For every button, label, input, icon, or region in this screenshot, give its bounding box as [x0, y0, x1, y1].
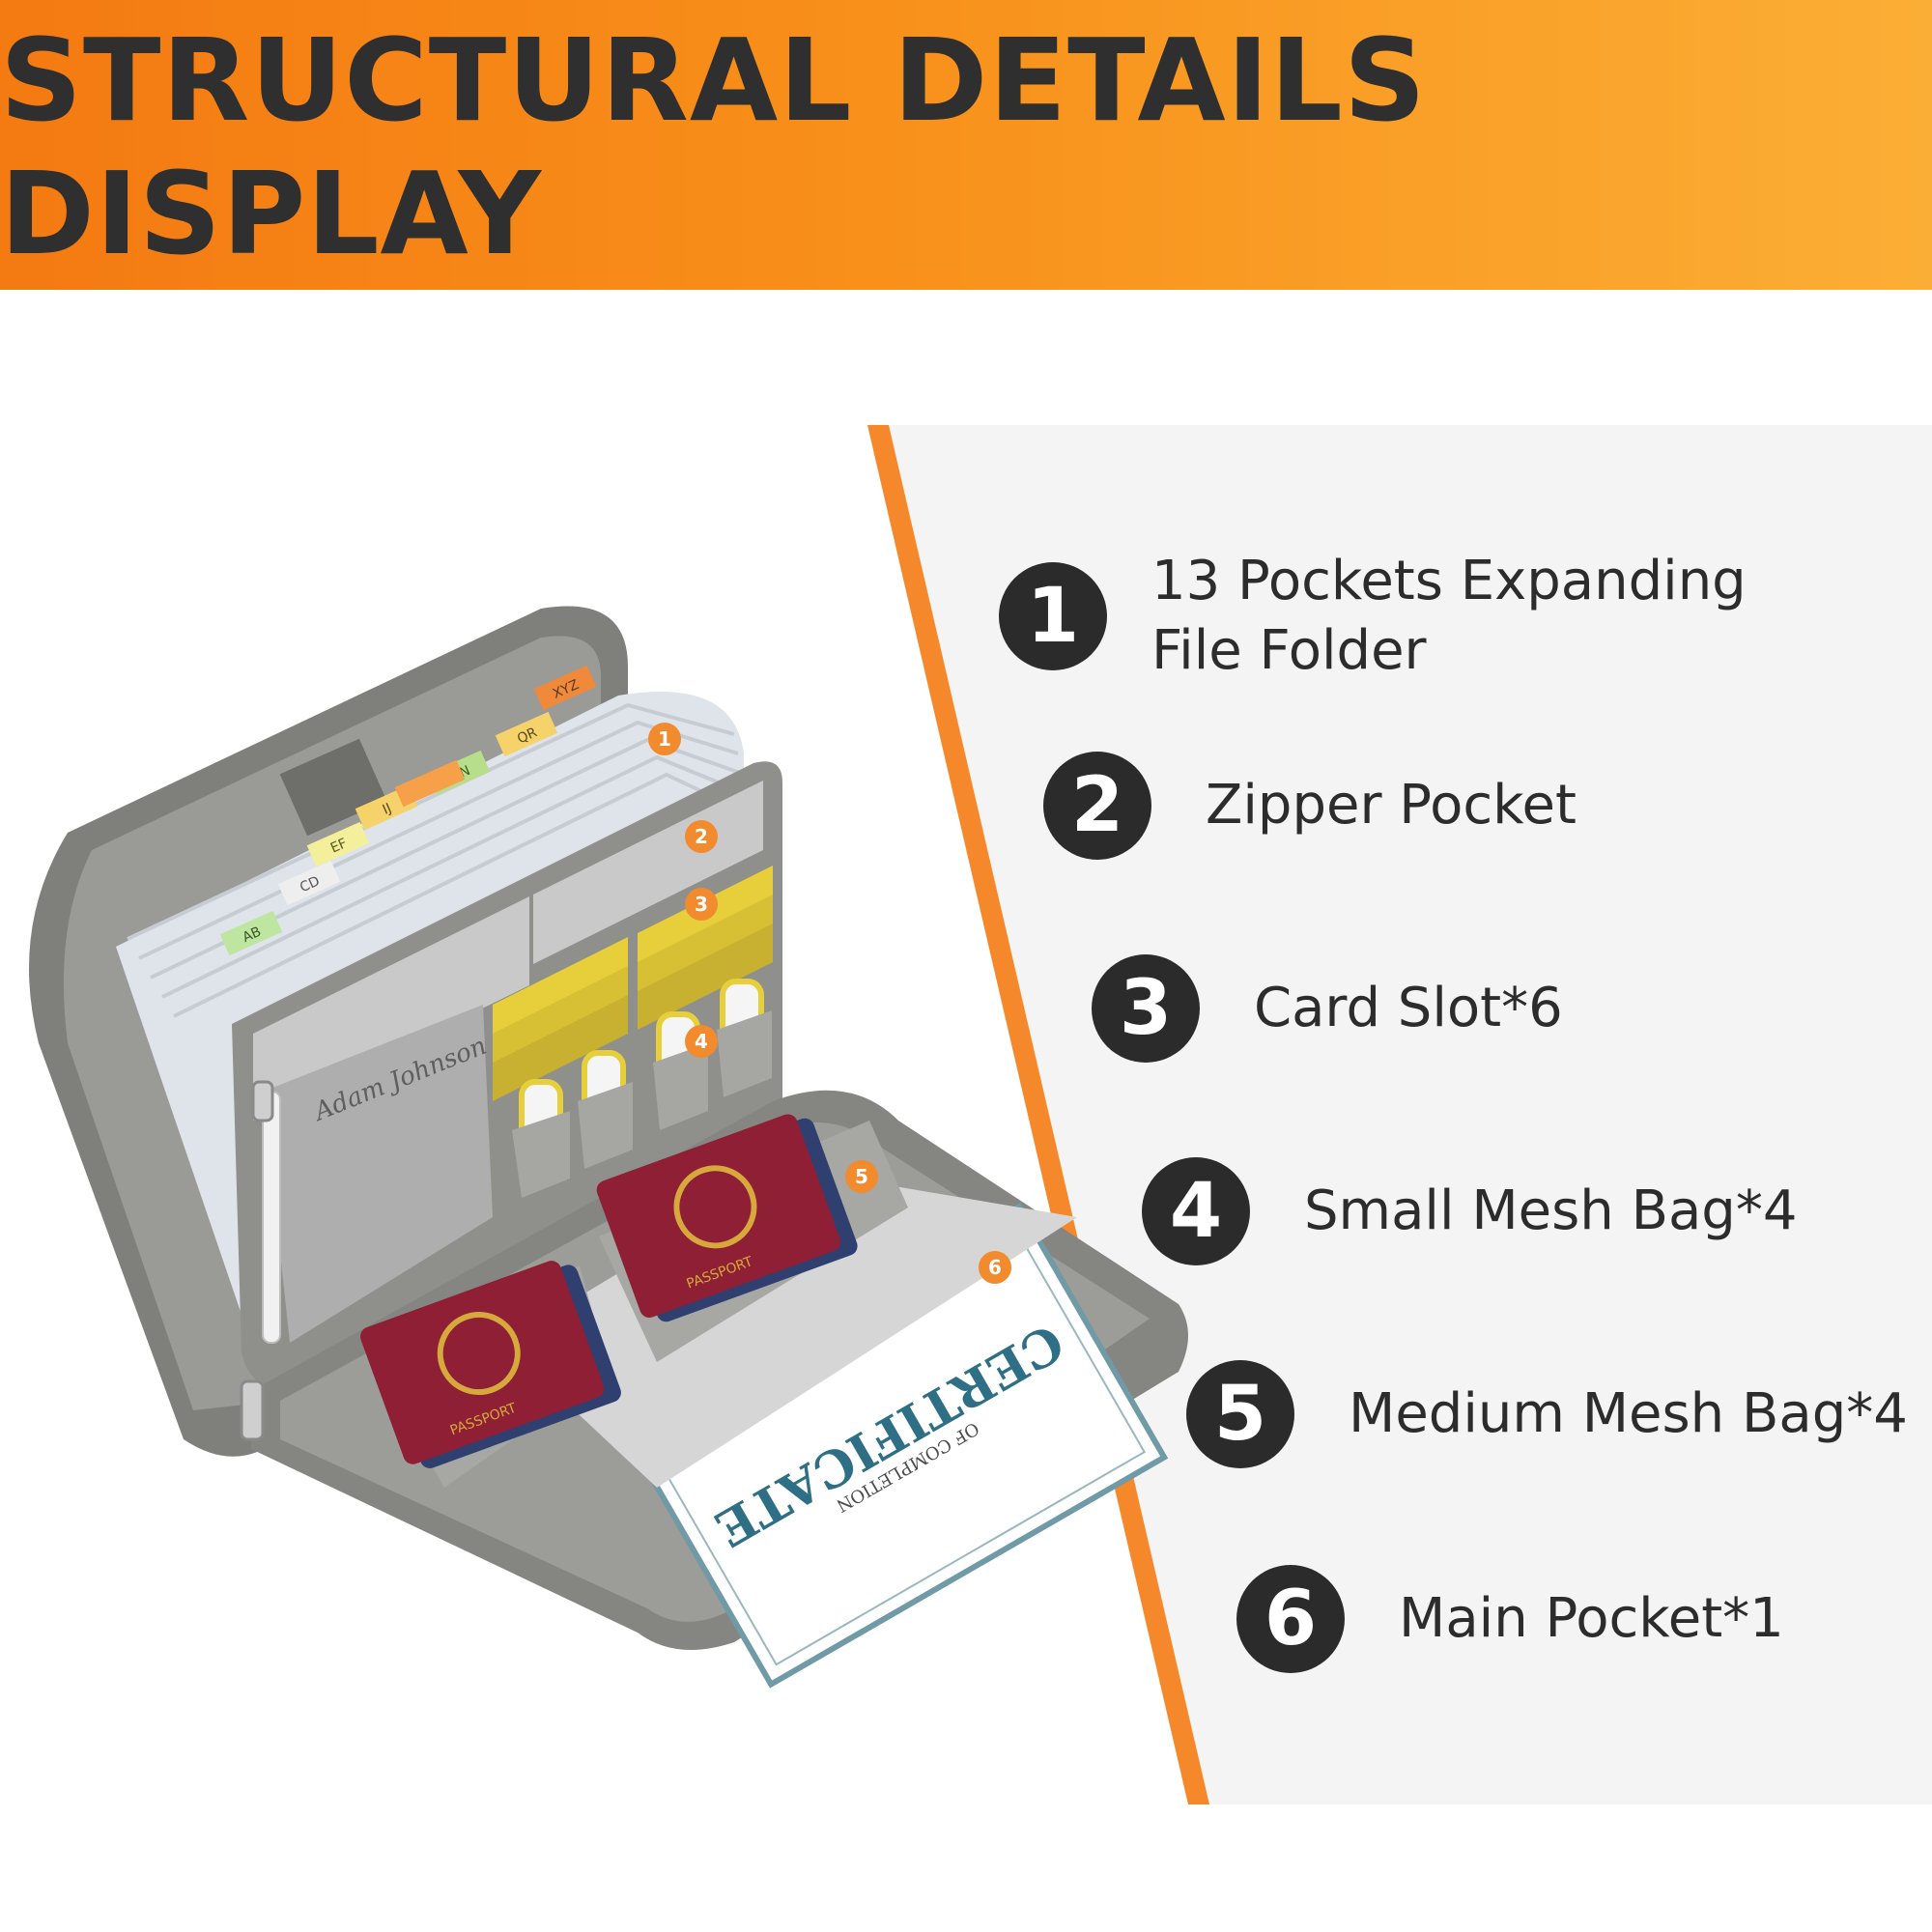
feature-4-badge: 4	[1142, 1157, 1250, 1265]
feature-1-label: 13 Pockets Expanding File Folder	[1151, 547, 1747, 686]
tab-orange	[394, 759, 466, 808]
tab-cd	[277, 860, 341, 906]
feature-4-label: Small Mesh Bag*4	[1304, 1179, 1798, 1242]
inner-zipper-pull	[251, 1080, 274, 1122]
feature-item-1: 1 13 Pockets Expanding File Folder	[999, 547, 1747, 686]
index-tabs: XYZ QR MN IJ EF CD AB	[219, 665, 597, 956]
feature-1-label-line-2: File Folder	[1151, 619, 1427, 682]
marker-3: 3	[685, 888, 718, 921]
passport-right: PASSPORT	[596, 1114, 858, 1322]
feature-6-label: Main Pocket*1	[1399, 1587, 1784, 1650]
feature-item-3: 3 Card Slot*6	[1092, 954, 1563, 1063]
marker-3-number: 3	[695, 893, 708, 916]
feature-item-2: 2 Zipper Pocket	[1043, 752, 1577, 860]
feature-1-badge: 1	[999, 562, 1107, 670]
marker-2-number: 2	[695, 825, 708, 848]
tab-label-ef: EF	[328, 836, 350, 856]
feature-3-badge: 3	[1092, 954, 1200, 1063]
certificate: CERTIFICATE OF COMPLETION	[622, 1202, 1169, 1689]
marker-5: 5	[845, 1160, 878, 1193]
marker-4-number: 4	[695, 1030, 708, 1053]
marker-6-number: 6	[988, 1256, 1002, 1279]
tab-ef	[306, 821, 370, 867]
marker-2: 2	[685, 820, 718, 853]
tab-label-ab: AB	[241, 924, 264, 946]
main-pocket-flap	[502, 1169, 1077, 1488]
tab-label-cd: CD	[298, 873, 322, 895]
marker-4: 4	[685, 1025, 718, 1058]
marker-1-number: 1	[658, 727, 671, 751]
marker-1: 1	[648, 723, 681, 755]
zipper-pull	[240, 1379, 265, 1441]
feature-item-6: 6 Main Pocket*1	[1236, 1565, 1784, 1673]
id-mesh-window	[263, 1005, 493, 1343]
marker-6: 6	[979, 1251, 1011, 1284]
header-banner	[0, 0, 1932, 290]
feature-2-label: Zipper Pocket	[1206, 774, 1577, 837]
tab-ab	[219, 910, 283, 956]
small-mesh-bags	[512, 979, 772, 1198]
tab-label-qr: QR	[515, 724, 540, 747]
page-title: STRUCTURAL DETAILS DISPLAY	[0, 14, 1427, 280]
feature-6-badge: 6	[1236, 1565, 1345, 1673]
feature-item-4: 4 Small Mesh Bag*4	[1142, 1157, 1797, 1265]
tab-xyz	[533, 665, 597, 711]
feature-5-badge: 5	[1186, 1360, 1294, 1468]
feature-3-label: Card Slot*6	[1254, 977, 1563, 1039]
document-organizer-illustration: XYZ QR MN IJ EF CD AB Adam	[29, 606, 1188, 1689]
marker-5-number: 5	[855, 1165, 868, 1188]
feature-2-badge: 2	[1043, 752, 1151, 860]
feature-5-label: Medium Mesh Bag*4	[1349, 1382, 1908, 1445]
feature-item-5: 5 Medium Mesh Bag*4	[1186, 1360, 1908, 1468]
passport-left: PASSPORT	[359, 1261, 621, 1468]
pen	[262, 1091, 281, 1344]
feature-1-label-line-1: 13 Pockets Expanding	[1151, 550, 1747, 612]
zipper-pocket-left	[253, 896, 529, 1121]
tab-qr	[495, 711, 558, 757]
